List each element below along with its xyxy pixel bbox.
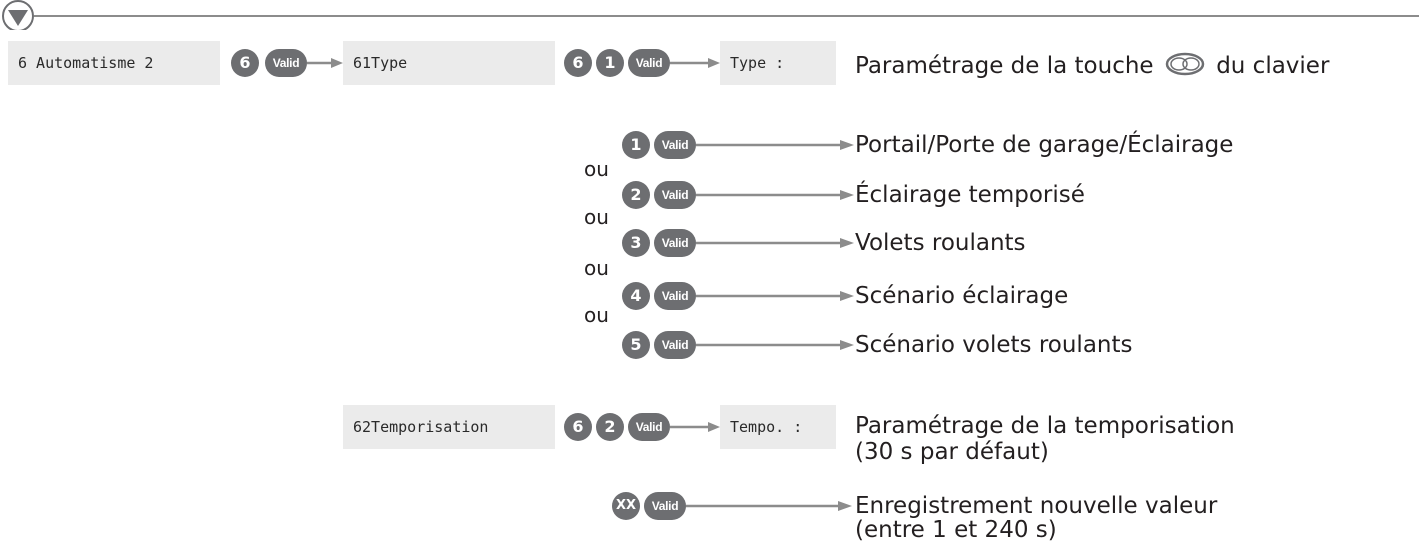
description-touche: Paramétrage de la touche du clavier — [855, 52, 1329, 79]
option-label-1: Portail/Porte de garage/Éclairage — [855, 132, 1234, 158]
ou-separator: ou — [584, 303, 609, 327]
key-xx[interactable]: XX — [612, 492, 640, 520]
top-rule — [2, 0, 1419, 30]
ou-separator: ou — [584, 256, 609, 280]
valid-key[interactable]: Valid — [654, 282, 696, 310]
valid-key[interactable]: Valid — [644, 492, 686, 520]
description-temporisation-line2: (30 s par défaut) — [855, 439, 1049, 465]
arrow-icon — [307, 58, 343, 68]
option-label-3: Volets roulants — [855, 230, 1026, 256]
arrow-icon — [696, 140, 854, 150]
arrow-icon — [696, 190, 854, 200]
arrow-icon — [696, 238, 854, 248]
key-1[interactable]: 1 — [622, 131, 650, 159]
key-6[interactable]: 6 — [564, 49, 592, 77]
arrow-icon — [670, 422, 720, 432]
valid-key[interactable]: Valid — [265, 49, 307, 77]
key-sequence-6-1-valid[interactable]: 6 1 Valid — [564, 49, 720, 77]
key-4[interactable]: 4 — [622, 282, 650, 310]
option-label-4: Scénario éclairage — [855, 283, 1069, 309]
oval-key-icon — [1165, 52, 1205, 76]
valid-key[interactable]: Valid — [654, 331, 696, 359]
lcd-submenu-type: 61Type — [343, 41, 555, 85]
lcd-tempo: Tempo. : — [720, 405, 836, 449]
ou-separator: ou — [584, 205, 609, 229]
key-2[interactable]: 2 — [622, 181, 650, 209]
description-enregistrement-line1: Enregistrement nouvelle valeur — [855, 493, 1218, 519]
key-6[interactable]: 6 — [231, 49, 259, 77]
description-temporisation-line1: Paramétrage de la temporisation — [855, 413, 1235, 439]
option-label-2: Éclairage temporisé — [855, 182, 1085, 208]
description-enregistrement-line2: (entre 1 et 240 s) — [855, 517, 1057, 543]
valid-key[interactable]: Valid — [628, 49, 670, 77]
description-text-before: Paramétrage de la touche — [855, 53, 1154, 79]
key-2[interactable]: 2 — [596, 413, 624, 441]
key-6[interactable]: 6 — [564, 413, 592, 441]
valid-key[interactable]: Valid — [654, 181, 696, 209]
valid-key[interactable]: Valid — [654, 229, 696, 257]
valid-key[interactable]: Valid — [628, 413, 670, 441]
arrow-icon — [696, 340, 854, 350]
key-sequence-6-2-valid[interactable]: 6 2 Valid — [564, 413, 720, 441]
key-5[interactable]: 5 — [622, 331, 650, 359]
description-text-after: du clavier — [1216, 53, 1330, 79]
lcd-type: Type : — [720, 41, 836, 85]
key-sequence-xx-valid[interactable]: XX Valid — [612, 492, 852, 520]
ou-separator: ou — [584, 157, 609, 181]
arrow-icon — [696, 291, 854, 301]
key-1[interactable]: 1 — [596, 49, 624, 77]
lcd-menu-automatisme: 6 Automatisme 2 — [8, 41, 220, 85]
arrow-icon — [686, 501, 852, 511]
arrow-icon — [670, 58, 720, 68]
key-3[interactable]: 3 — [622, 229, 650, 257]
collapse-triangle-icon[interactable] — [2, 0, 34, 30]
key-sequence-6-valid[interactable]: 6 Valid — [231, 49, 343, 77]
option-label-5: Scénario volets roulants — [855, 332, 1133, 358]
lcd-submenu-temporisation: 62Temporisation — [343, 405, 555, 449]
valid-key[interactable]: Valid — [654, 131, 696, 159]
